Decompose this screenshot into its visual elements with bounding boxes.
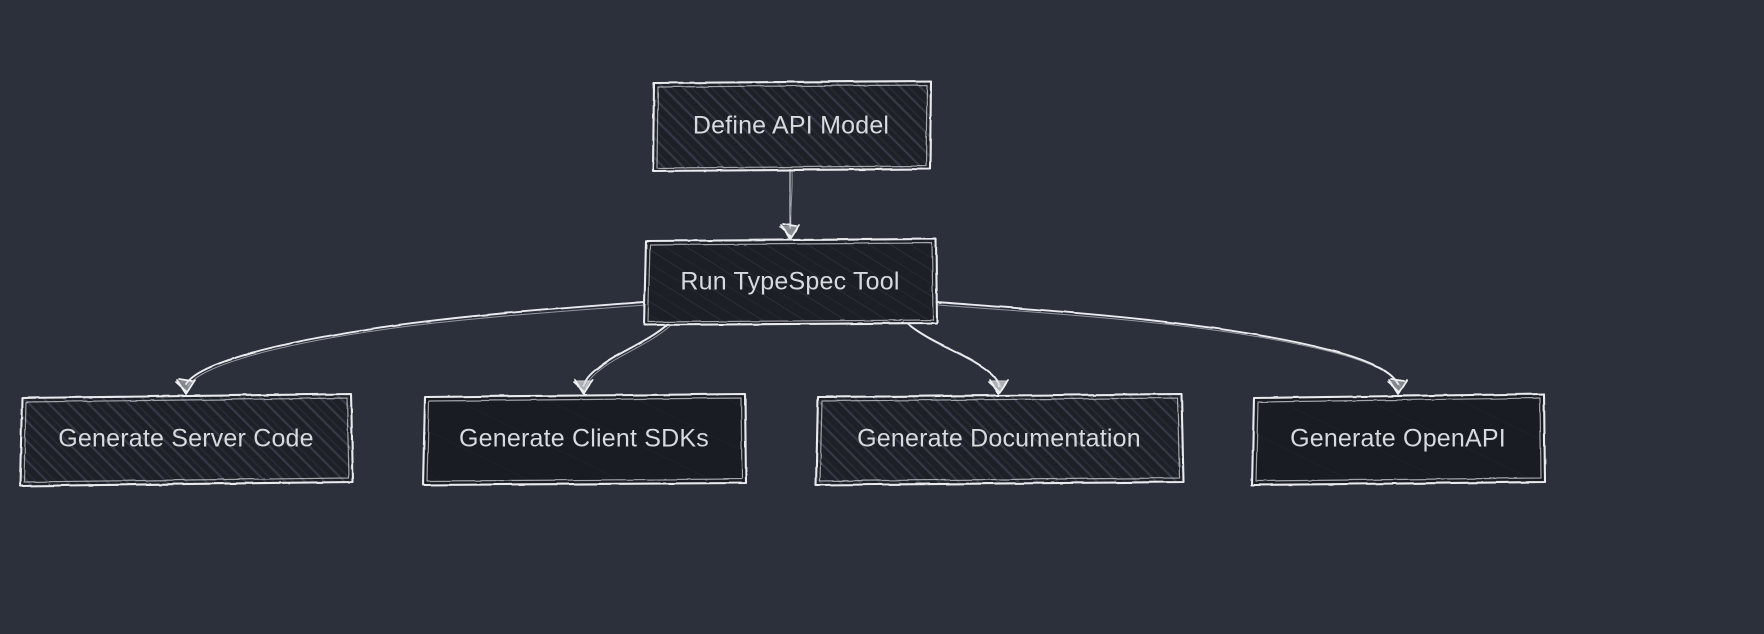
edge-run-to-sdks [573, 323, 671, 395]
node-label-generate-client-sdks: Generate Client SDKs [459, 425, 709, 453]
node-label-generate-openapi: Generate OpenAPI [1290, 425, 1506, 453]
edge-layer [175, 169, 1408, 395]
node-label-run-typespec-tool: Run TypeSpec Tool [680, 268, 899, 296]
node-layer: Define API Model Run TypeSpec Tool Gener… [18, 79, 1547, 488]
edge-run-to-docs [907, 323, 1009, 395]
node-define-api-model[interactable]: Define API Model [651, 79, 933, 173]
node-label-generate-documentation: Generate Documentation [857, 425, 1141, 453]
edge-run-to-server [175, 301, 647, 395]
node-generate-server-code[interactable]: Generate Server Code [18, 392, 355, 488]
node-label-define-api-model: Define API Model [693, 112, 889, 140]
node-run-typespec-tool[interactable]: Run TypeSpec Tool [642, 237, 939, 327]
node-generate-documentation[interactable]: Generate Documentation [814, 392, 1186, 487]
node-generate-client-sdks[interactable]: Generate Client SDKs [421, 392, 748, 487]
node-generate-openapi[interactable]: Generate OpenAPI [1250, 392, 1547, 487]
edge-define-to-run [779, 169, 800, 240]
edge-run-to-openapi [935, 301, 1408, 395]
node-label-generate-server-code: Generate Server Code [58, 425, 314, 453]
